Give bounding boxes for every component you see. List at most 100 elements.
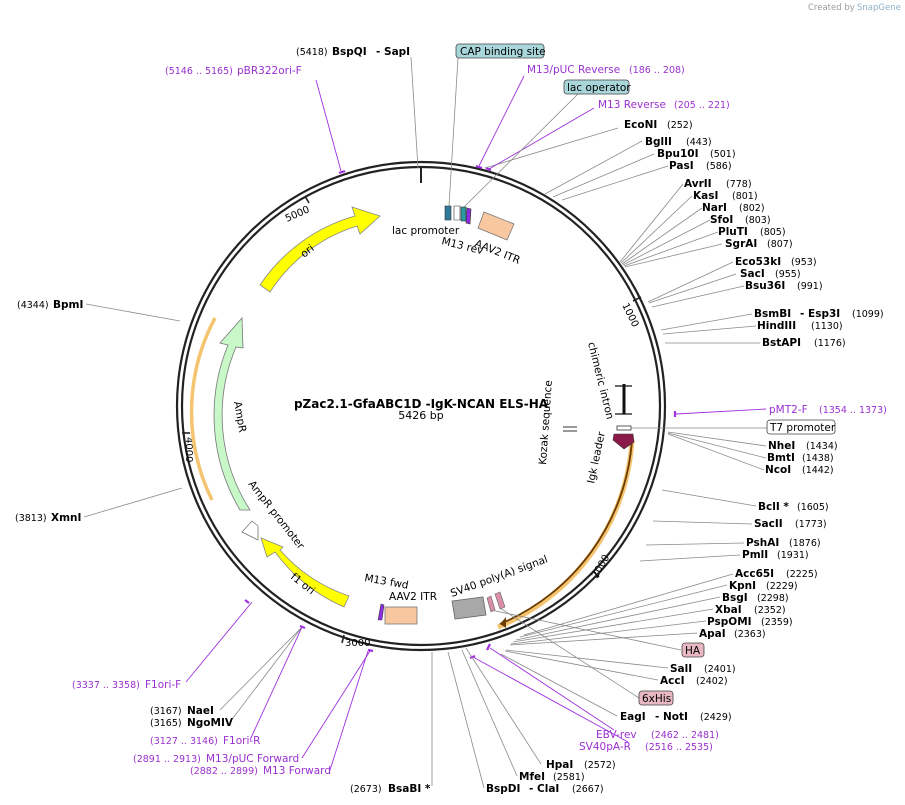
aav2-itr-left-feature[interactable] [477, 211, 515, 241]
primer-m13-forward[interactable]: M13 Forward [263, 765, 331, 777]
enzyme-pos-nhei: (1434) [806, 441, 838, 452]
primer-ebv-rev[interactable]: EBV-rev [596, 729, 637, 741]
primer-pos-m13puc-reverse: (186 .. 208) [629, 65, 685, 76]
ampr-feature[interactable] [213, 316, 251, 511]
enzyme-clai[interactable]: - ClaI [529, 783, 559, 795]
ha-label: HA [685, 645, 701, 657]
cap-binding-site-box[interactable] [455, 43, 545, 59]
sixhis-box[interactable] [638, 690, 674, 706]
primer-pos-f1ori-r: (3127 .. 3146) [150, 736, 218, 747]
primer-labels: M13/pUC Reverse (186 .. 208) M13 Reverse… [72, 64, 887, 777]
primer-m13-reverse[interactable]: M13 Reverse [598, 99, 666, 111]
enzyme-sgrai[interactable]: SgrAI [725, 238, 757, 250]
enzyme-noti[interactable]: - NotI [655, 711, 688, 723]
enzyme-naei[interactable]: NaeI [187, 705, 214, 717]
enzyme-eco53ki[interactable]: Eco53kI [735, 256, 781, 268]
igk-leader-feature[interactable] [612, 433, 635, 450]
sixhis-tag-feature[interactable] [494, 591, 506, 610]
t7-promoter-box[interactable] [766, 419, 836, 435]
t7-promoter-feature[interactable] [616, 425, 632, 431]
enzyme-bcli[interactable]: BclI * [758, 501, 789, 513]
enzyme-saci[interactable]: SacI [740, 268, 765, 280]
primer-f1ori-r[interactable]: F1ori-R [223, 735, 260, 747]
enzyme-sfoi[interactable]: SfoI [710, 214, 733, 226]
enzyme-econi[interactable]: EcoNI [624, 119, 657, 131]
enzyme-ngomiv[interactable]: NgoMIV [187, 717, 234, 729]
enzyme-acci[interactable]: AccI [660, 675, 684, 687]
ampr-highlight [189, 317, 217, 501]
enzyme-xbai[interactable]: XbaI [715, 604, 742, 616]
enzyme-bpu10i[interactable]: Bpu10I [657, 148, 699, 160]
chimeric-intron-label: chimeric intron [585, 341, 616, 421]
enzyme-bstapi[interactable]: BstAPI [762, 337, 801, 349]
lac-operator-box[interactable] [563, 79, 630, 95]
enzyme-apai[interactable]: ApaI [699, 628, 726, 640]
primer-m13puc-forward[interactable]: M13/pUC Forward [206, 753, 299, 765]
ampr-label: AmpR [231, 400, 248, 433]
enzyme-bspqi[interactable]: BspQI [332, 46, 367, 58]
enzyme-nari[interactable]: NarI [702, 202, 727, 214]
primer-marks [244, 164, 677, 660]
enzyme-pos-hindiii: (1130) [811, 321, 843, 332]
ampr-promoter-feature[interactable] [241, 520, 259, 541]
sv40-polya-feature[interactable] [451, 596, 487, 620]
enzyme-pluti[interactable]: PluTI [718, 226, 748, 238]
enzyme-hindiii[interactable]: HindIII [757, 320, 796, 332]
lac-promoter-feature[interactable] [453, 205, 461, 221]
enzyme-pasi[interactable]: PasI [669, 160, 694, 172]
insert-arrow-feature[interactable] [499, 439, 633, 625]
primer-pos-sv40pa-r: (2516 .. 2535) [645, 742, 713, 753]
enzyme-mfei[interactable]: MfeI [519, 771, 545, 783]
primer-m13puc-reverse[interactable]: M13/pUC Reverse [527, 64, 620, 76]
enzyme-eagi[interactable]: EagI [620, 711, 646, 723]
enzyme-avrii[interactable]: AvrII [684, 178, 712, 190]
enzyme-nhei[interactable]: NheI [768, 440, 795, 452]
enzyme-pspomi[interactable]: PspOMI [707, 616, 752, 628]
enzyme-pos-nari: (802) [739, 203, 765, 214]
enzyme-pos-eco53ki: (953) [791, 257, 817, 268]
enzyme-bsu36i[interactable]: Bsu36I [745, 280, 785, 292]
enzyme-bmti[interactable]: BmtI [767, 452, 795, 464]
primer-pos-pbr322ori-f: (5146 .. 5165) [165, 66, 233, 77]
aav2-itr-right-label: AAV2 ITR [389, 591, 437, 603]
enzyme-kpni[interactable]: KpnI [729, 580, 756, 592]
enzyme-bglii[interactable]: BglII [645, 136, 672, 148]
enzyme-pos-sfoi: (803) [745, 215, 771, 226]
cap-binding-site-label: CAP binding site [460, 46, 546, 58]
enzyme-ncoi[interactable]: NcoI [765, 464, 791, 476]
enzyme-kasi[interactable]: KasI [693, 190, 718, 202]
f1ori-feature[interactable] [260, 537, 350, 608]
primer-pos-m13puc-forward: (2891 .. 2913) [133, 754, 201, 765]
credit-text: Created by [808, 3, 855, 13]
enzyme-acc65i[interactable]: Acc65I [735, 568, 774, 580]
enzyme-leader-lines [83, 56, 767, 789]
enzyme-pmli[interactable]: PmlI [742, 549, 768, 561]
enzyme-sapi[interactable]: - SapI [376, 46, 410, 58]
enzyme-bsgi[interactable]: BsgI [722, 592, 748, 604]
plasmid-size: 5426 bp [398, 409, 443, 422]
lac-operator-feature[interactable] [460, 206, 467, 222]
primer-pmt2-f[interactable]: pMT2-F [769, 404, 808, 416]
primer-sv40pa-r[interactable]: SV40pA-R [579, 741, 631, 753]
cap-site-feature[interactable] [444, 205, 452, 221]
enzyme-pshai[interactable]: PshAI [746, 537, 779, 549]
enzyme-hpai[interactable]: HpaI [546, 759, 573, 771]
enzyme-bsabi[interactable]: BsaBI * [388, 783, 431, 795]
enzyme-sacii[interactable]: SacII [754, 518, 783, 530]
enzyme-esp3i[interactable]: - Esp3I [800, 308, 840, 320]
enzyme-pos-bmti: (1438) [802, 453, 834, 464]
enzyme-xmni[interactable]: XmnI [51, 512, 81, 524]
m13-rev-feature[interactable] [465, 207, 472, 225]
enzyme-bsmbi[interactable]: BsmBI [754, 308, 791, 320]
ha-tag-feature[interactable] [486, 595, 496, 613]
m13-fwd-feature[interactable] [377, 603, 385, 621]
enzyme-bpmi[interactable]: BpmI [53, 299, 83, 311]
enzyme-sali[interactable]: SalI [670, 663, 692, 675]
ha-box[interactable] [681, 642, 705, 658]
ori-feature[interactable] [259, 206, 381, 293]
primer-pbr322ori-f[interactable]: pBR322ori-F [237, 65, 302, 77]
aav2-itr-right-feature[interactable] [384, 606, 418, 625]
ampr-promoter-label: AmpR promoter [246, 478, 307, 552]
primer-f1ori-f[interactable]: F1ori-F [145, 679, 181, 691]
enzyme-bspdi[interactable]: BspDI [486, 783, 520, 795]
